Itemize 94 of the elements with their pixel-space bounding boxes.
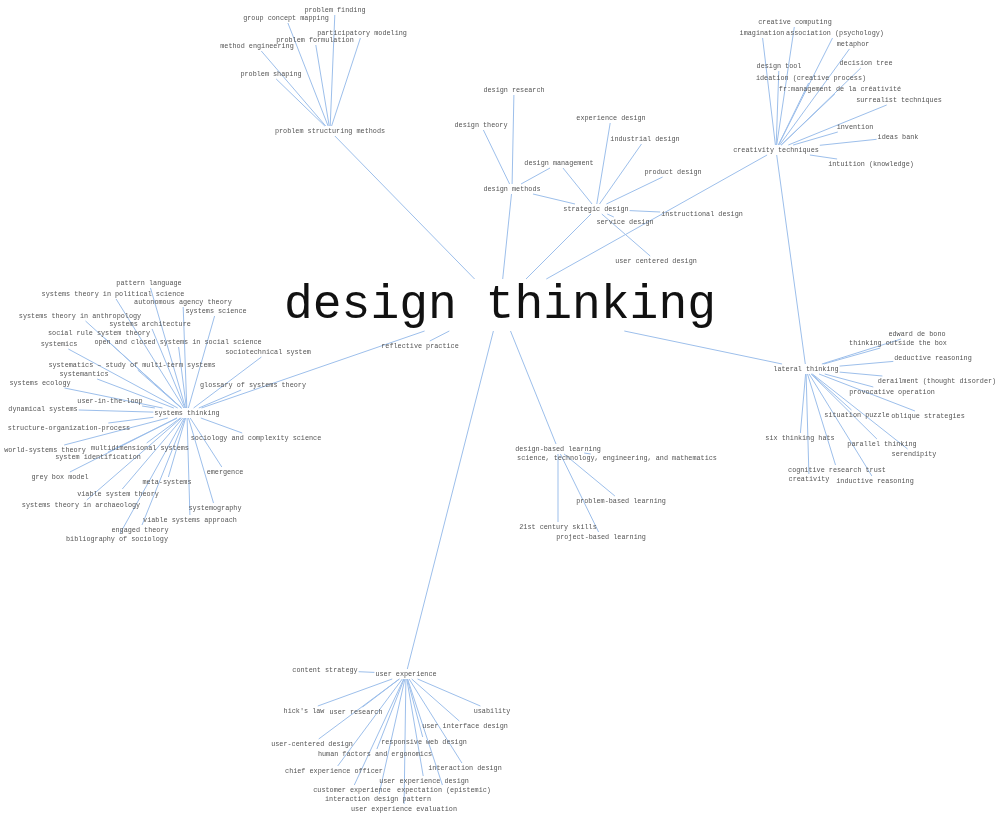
connector-line — [502, 193, 512, 280]
connector-line — [189, 417, 223, 468]
connector-line — [141, 405, 156, 409]
connector-line — [823, 347, 881, 365]
connector-line — [819, 138, 878, 146]
connector-line — [331, 37, 361, 127]
connector-line — [151, 328, 186, 409]
connector-line — [545, 154, 768, 280]
connector-line — [198, 389, 242, 409]
connector-line — [808, 373, 873, 477]
connector-line — [403, 678, 407, 805]
connector-line — [107, 417, 178, 453]
connector-line — [809, 154, 838, 160]
connector-line — [777, 82, 810, 146]
connector-line — [779, 48, 850, 146]
connector-line — [121, 417, 184, 490]
connector-line — [378, 678, 406, 795]
connector-line — [119, 417, 185, 535]
connector-line — [417, 678, 481, 707]
connector-line — [482, 129, 511, 185]
connector-line — [376, 678, 405, 750]
connector-line — [776, 26, 795, 146]
connector-line — [557, 453, 559, 523]
connector-line — [787, 104, 888, 146]
connector-line — [200, 417, 243, 434]
connector-line — [315, 44, 330, 127]
connector-line — [67, 348, 179, 409]
connector-line — [629, 210, 661, 213]
connector-line — [511, 94, 515, 185]
connector-line — [811, 373, 909, 450]
connector-line — [780, 67, 862, 146]
connector-line — [141, 417, 186, 526]
connector-line — [104, 337, 182, 409]
connector-line — [583, 452, 592, 455]
connector-line — [287, 22, 329, 127]
connector-line — [63, 417, 169, 446]
connector-line — [353, 678, 405, 786]
connector-line — [69, 417, 178, 473]
connector-line — [275, 78, 326, 127]
connector-line — [193, 356, 262, 409]
connector-line — [792, 131, 839, 146]
connector-line — [178, 346, 187, 409]
connector-line — [559, 453, 600, 533]
connector-line — [407, 678, 443, 786]
connector-line — [406, 678, 424, 777]
connector-line — [810, 373, 878, 440]
connector-line — [562, 167, 593, 205]
connector-line — [762, 37, 776, 146]
connector-line — [821, 338, 902, 365]
connector-line — [532, 193, 576, 205]
connector-line — [260, 50, 327, 127]
connector-line — [96, 378, 175, 409]
connector-line — [317, 678, 393, 707]
connector-line — [818, 373, 916, 412]
connector-line — [563, 453, 616, 497]
connector-line — [805, 373, 810, 475]
connector-line — [146, 417, 181, 444]
connector-line — [839, 371, 883, 377]
connector-line — [86, 417, 182, 501]
central-topic-label: design thinking — [283, 280, 717, 330]
connector-line — [776, 154, 806, 365]
connector-line — [525, 213, 592, 280]
connector-line — [337, 678, 403, 767]
connector-line — [601, 213, 651, 257]
connector-line — [807, 373, 836, 466]
connector-line — [358, 671, 375, 673]
connector-line — [411, 678, 460, 722]
connector-line — [839, 360, 894, 367]
connector-line — [188, 417, 214, 504]
connector-line — [329, 14, 336, 127]
connector-line — [623, 330, 783, 365]
connector-line — [318, 678, 400, 740]
connector-line — [167, 417, 187, 478]
connector-line — [599, 143, 642, 205]
connector-line — [596, 122, 611, 205]
connector-line — [429, 330, 450, 342]
connector-line — [334, 135, 476, 280]
connector-line — [107, 416, 154, 424]
connector-line — [510, 330, 557, 445]
connector-line — [408, 678, 463, 764]
connector-line — [406, 330, 494, 670]
connector-line — [201, 330, 426, 409]
connector-line — [520, 167, 551, 185]
connector-line — [115, 298, 185, 409]
connector-line — [150, 287, 186, 409]
connector-line — [137, 369, 182, 409]
connector-line — [824, 373, 874, 388]
connector-line — [186, 417, 191, 516]
connector-line — [64, 387, 163, 409]
connector-line — [605, 176, 664, 205]
connector-line — [606, 213, 615, 218]
connector-line — [78, 409, 154, 413]
connector-line — [187, 315, 216, 409]
connector-line — [775, 70, 780, 146]
